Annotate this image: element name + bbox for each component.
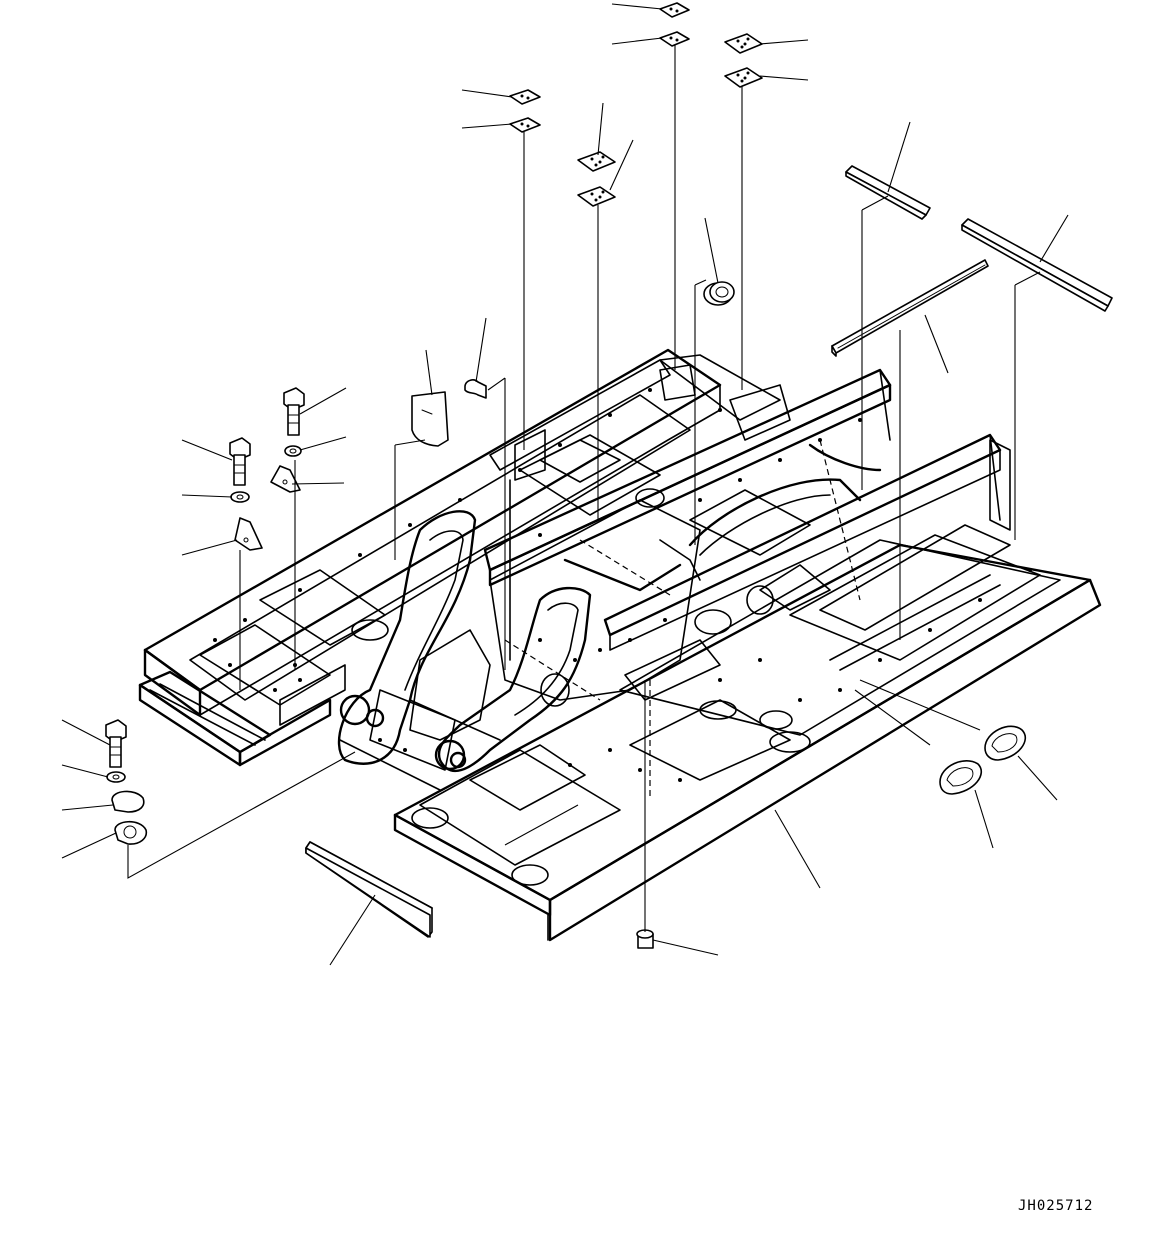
- leader-lines: [61, 3, 1069, 966]
- square-pads: [509, 2, 763, 207]
- grommets-right: [939, 725, 1027, 795]
- grommet-top: [703, 281, 735, 306]
- rubber-bars: [831, 165, 1113, 357]
- cap: [636, 929, 654, 949]
- hole-dots: [213, 388, 1032, 782]
- revolving-frame: [138, 348, 1102, 942]
- flat-pad: [305, 841, 433, 938]
- drawing-code: JH025712: [1018, 1198, 1093, 1214]
- clip: [464, 379, 487, 399]
- cover-plate: [411, 391, 449, 447]
- bolts-upper: [229, 387, 305, 551]
- bolts-lower: [105, 719, 148, 845]
